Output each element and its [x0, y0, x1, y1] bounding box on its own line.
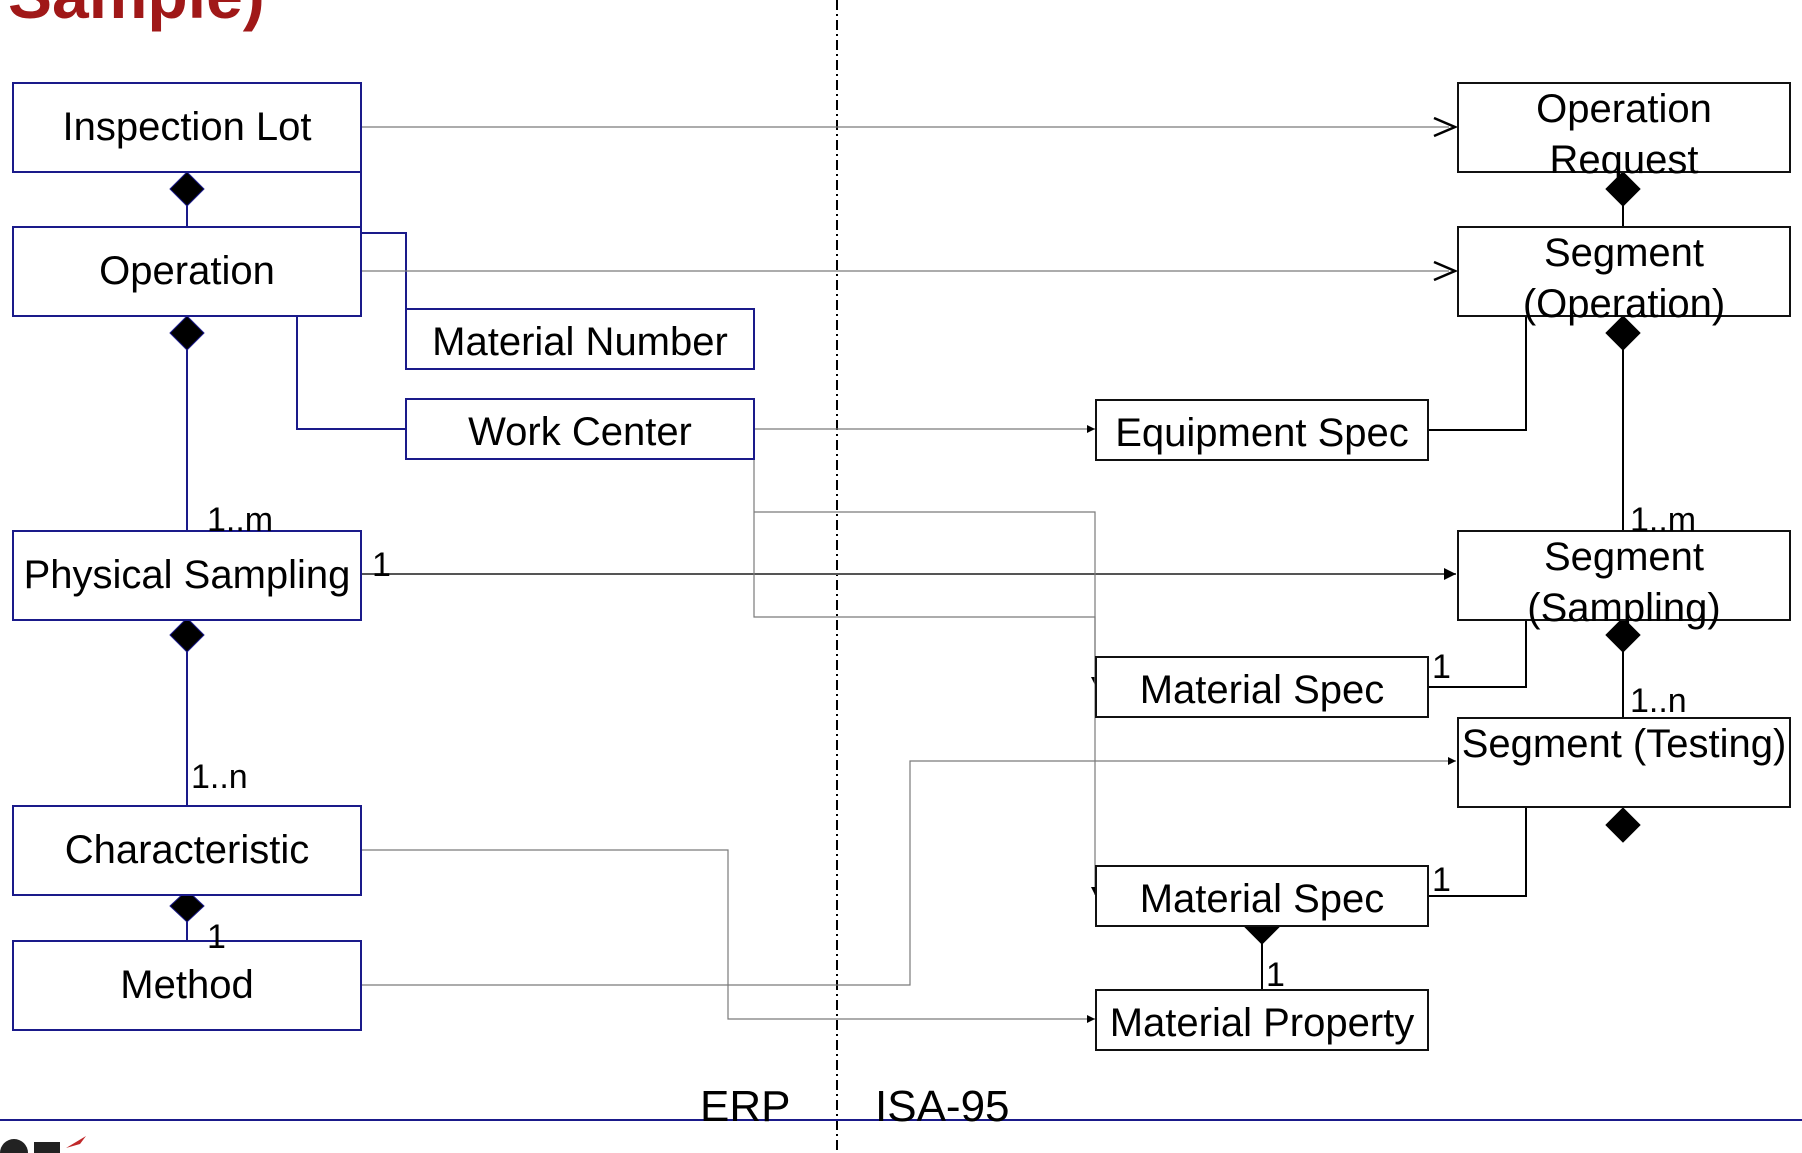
class-operation-request: Operation Request	[1457, 82, 1791, 182]
composition-diamond	[169, 315, 205, 351]
map-characteristic	[361, 849, 1095, 1023]
class-inspection-lot: Inspection Lot	[12, 82, 362, 173]
class-work-center: Work Center	[405, 398, 755, 460]
class-material-spec-1: Material Spec	[1095, 656, 1429, 718]
class-segment-testing: Segment (Testing)	[1457, 717, 1791, 808]
composition-diamond	[1605, 315, 1641, 351]
multiplicity-label: 1	[1266, 956, 1285, 994]
class-physical-sampling: Physical Sampling	[12, 530, 362, 621]
class-method: Method	[12, 940, 362, 1031]
composition-diamond	[169, 617, 205, 653]
composition-diamond	[1605, 617, 1641, 653]
class-equipment-spec: Equipment Spec	[1095, 399, 1429, 461]
class-operation: Operation	[12, 226, 362, 317]
multiplicity-label: 1..m	[207, 501, 274, 539]
multiplicity-label: 1..n	[191, 758, 248, 796]
map-method	[361, 757, 1456, 986]
multiplicity-label: 1..m	[1630, 501, 1697, 539]
multiplicity-label: 1	[207, 918, 226, 956]
class-segment-sampling: Segment (Sampling)	[1457, 530, 1791, 630]
company-logo	[0, 1136, 86, 1153]
multiplicity-label: 1	[372, 546, 391, 584]
isa95-side-label: ISA-95	[875, 1082, 1010, 1131]
multiplicity-label: 1..n	[1630, 682, 1687, 720]
class-segment-operation: Segment (Operation)	[1457, 226, 1791, 326]
composition-diamond	[1605, 171, 1641, 207]
class-material-spec-2: Material Spec	[1095, 865, 1429, 927]
map-work-center-material-1	[753, 460, 1099, 685]
composition-diamond	[169, 889, 205, 923]
multiplicity-label: 1	[1432, 861, 1451, 899]
class-characteristic: Characteristic	[12, 805, 362, 896]
slide-title: Sample)	[8, 0, 265, 28]
composition-diamond	[1605, 807, 1641, 843]
erp-side-label: ERP	[700, 1082, 791, 1131]
composition-diamond	[169, 171, 205, 207]
class-material-number: Material Number	[405, 308, 755, 370]
class-material-property: Material Property	[1095, 989, 1429, 1051]
multiplicity-label: 1	[1432, 648, 1451, 686]
map-work-center-material-2	[754, 511, 1099, 895]
